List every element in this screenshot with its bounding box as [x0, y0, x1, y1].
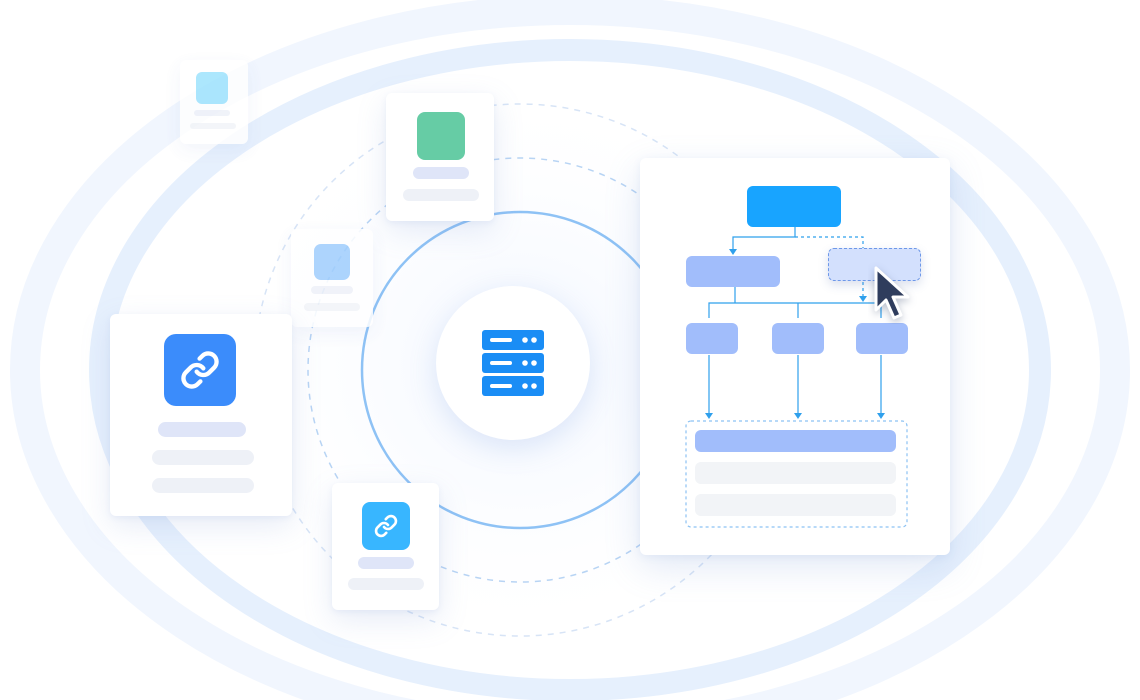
link-tile [362, 502, 410, 550]
card-top-left-faint [180, 60, 248, 144]
card-line [158, 422, 246, 437]
card-tile [417, 112, 465, 160]
card-line [304, 303, 360, 311]
flow-root-node [747, 186, 841, 227]
server-stack-icon [482, 330, 544, 396]
card-line [403, 189, 479, 201]
card-line [358, 557, 414, 569]
link-icon [181, 351, 219, 389]
output-row [695, 462, 896, 484]
card-top-green [386, 93, 494, 221]
mouse-cursor-icon [874, 266, 910, 320]
flow-node-b [772, 323, 824, 354]
card-link-small [332, 483, 439, 610]
card-line [152, 478, 254, 493]
card-line [194, 110, 230, 116]
output-highlight [695, 430, 896, 452]
card-link-large [110, 314, 292, 516]
flow-node-left [686, 256, 780, 287]
card-line [348, 578, 424, 590]
card-line [311, 286, 353, 294]
link-tile [164, 334, 236, 406]
card-tile [314, 244, 350, 280]
link-icon [374, 514, 398, 538]
flow-node-a [686, 323, 738, 354]
outer-ring-2 [10, 0, 1130, 700]
card-tile [196, 72, 228, 104]
card-line [190, 123, 236, 129]
flow-node-c [856, 323, 908, 354]
card-line [413, 167, 469, 179]
card-line [152, 450, 254, 465]
outer-ring-1 [89, 39, 1051, 700]
card-mid-faint [291, 229, 373, 327]
server-hub [436, 286, 590, 440]
output-row [695, 494, 896, 516]
